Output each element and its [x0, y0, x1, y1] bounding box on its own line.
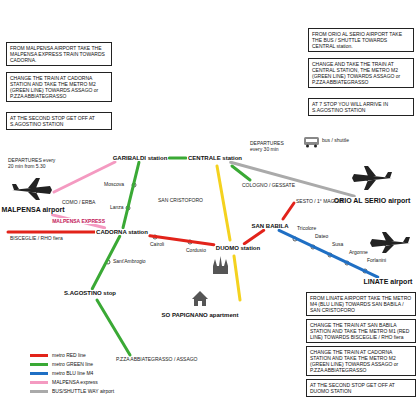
bus-icon: [304, 137, 319, 148]
node-text: LINATE airport: [364, 278, 413, 286]
map-label: COLOGNO / GESSATE: [242, 183, 295, 189]
map-label: DEPARTURES every 20 min from 5.30: [8, 158, 60, 170]
house-icon: [192, 291, 208, 306]
node-text: DUOMO station: [216, 245, 260, 252]
node-text: CHANGE AND TAKE THE TRAIN AT CENTRAL STA…: [312, 61, 410, 85]
node-text: GARIBALDI station: [113, 155, 168, 162]
map-label: P.ZZA ABBIATEGRASSO / ASSAGO: [116, 357, 198, 363]
instruction-box: CHANGE THE TRAIN AT CADORNA STATION AND …: [6, 72, 112, 102]
station-label: DUOMO station: [215, 245, 261, 252]
node-text: FROM MALPENSA AIRPORT TAKE THE MALPENSA …: [10, 45, 108, 63]
instruction-box: AT THE SECOND STOP GET OFF AT DUOMO STAT…: [306, 379, 416, 397]
node-text: CADORNA station: [96, 229, 148, 236]
airplane-icon: [352, 166, 392, 190]
node-text: SAN BABILA: [252, 223, 289, 230]
node-text: MALPENSA airport: [1, 206, 64, 214]
node-text: SO PAPIGNANO apartment: [162, 312, 239, 319]
legend-row: metro GREEN line: [30, 361, 93, 367]
node-text: AT THE SECOND STOP GET OFF AT DUOMO STAT…: [310, 382, 412, 394]
metro-line: [279, 230, 378, 277]
instruction-box: AT 7 STOP YOU WILL ARRIVE IN S.AGOSTINO …: [308, 98, 414, 116]
legend-text: metro BLU line M4: [52, 370, 93, 376]
station-label: SAN BABILA: [251, 223, 290, 230]
map-label: bus / shuttle: [322, 138, 349, 144]
metro-line: [244, 230, 264, 243]
legend-swatch: [30, 381, 48, 384]
map-label: Sant'Ambrogio: [113, 259, 146, 265]
node-text: FROM ORIO AL SERIO AIRPORT TAKE THE BUS …: [312, 31, 410, 49]
instruction-box: FROM MALPENSA AIRPORT TAKE THE MALPENSA …: [6, 42, 112, 66]
airport-label: LINATE airport: [363, 278, 414, 286]
map-label: SAN CRISTOFORO: [158, 198, 203, 204]
node-text: CHANGE THE TRAIN AT SAN BABILA STATION A…: [310, 322, 412, 340]
legend-swatch: [30, 372, 48, 375]
instruction-box: CHANGE AND TAKE THE TRAIN AT CENTRAL STA…: [308, 58, 414, 88]
node-text: S.AGOSTINO stop: [64, 290, 116, 297]
airplane-icon: [370, 232, 410, 253]
legend-row: metro BLU line M4: [30, 370, 93, 376]
map-label: DEPARTURES every 30 min: [250, 141, 290, 153]
station-label: CENTRALE station: [187, 155, 243, 162]
node-text: ORIO AL SERIO airport: [334, 197, 411, 205]
static-lines: [8, 162, 294, 355]
instruction-box: FROM ORIO AL SERIO AIRPORT TAKE THE BUS …: [308, 28, 414, 52]
legend-row: BUS/SHUTTLE WAY airport: [30, 388, 114, 394]
map-label: BISCEGLIE / RHO fiera: [10, 236, 63, 242]
line-label: MALPENSA EXPRESS: [51, 218, 106, 224]
map-label: Susa: [332, 242, 343, 248]
map-label: Dateo: [315, 234, 328, 240]
legend-row: metro RED line: [30, 352, 86, 358]
legend-row: MALPENSA express: [30, 379, 98, 385]
map-label: COMO / ERBA: [62, 200, 95, 206]
legend-swatch: [30, 363, 48, 366]
map-label: Moscova: [104, 182, 124, 188]
instruction-box: FROM LINATE AIRPORT TAKE THE METRO M4 (B…: [306, 292, 416, 316]
legend-text: BUS/SHUTTLE WAY airport: [52, 388, 114, 394]
station-label: GARIBALDI station: [112, 155, 169, 162]
node-text: AT THE SECOND STOP GET OFF AT S.AGOSTINO…: [10, 115, 108, 127]
legend-text: metro GREEN line: [52, 361, 93, 367]
airplane-icon: [12, 178, 52, 200]
legend-swatch: [30, 354, 48, 357]
station-label: SO PAPIGNANO apartment: [161, 312, 240, 319]
node-text: AT 7 STOP YOU WILL ARRIVE IN S.AGOSTINO …: [312, 101, 410, 113]
legend-swatch: [30, 390, 48, 393]
instruction-box: CHANGE THE TRAIN AT CADORNA STATION AND …: [306, 346, 416, 376]
station-label: S.AGOSTINO stop: [63, 290, 117, 297]
map-label: Lanza: [110, 205, 124, 211]
map-label: Cairoli: [150, 242, 164, 248]
node-text: CHANGE THE TRAIN AT CADORNA STATION AND …: [310, 349, 412, 373]
airport-label: ORIO AL SERIO airport: [333, 197, 412, 205]
node-text: FROM LINATE AIRPORT TAKE THE METRO M4 (B…: [310, 295, 412, 313]
airport-label: MALPENSA airport: [0, 206, 65, 214]
cathedral-icon: [213, 256, 228, 274]
map-label: Argonne: [349, 250, 368, 256]
map-label: Cordusio: [186, 248, 206, 254]
station-label: CADORNA station: [95, 229, 149, 236]
map-label: Forlanini: [367, 258, 386, 264]
metro-line: [231, 162, 355, 196]
node-text: CHANGE THE TRAIN AT CADORNA STATION AND …: [10, 75, 108, 99]
metro-line: [169, 157, 186, 160]
instruction-box: CHANGE THE TRAIN AT SAN BABILA STATION A…: [306, 319, 416, 343]
legend-text: MALPENSA express: [52, 379, 98, 385]
map-label: SESTO / 1° MAGGIO: [296, 199, 344, 205]
map-label: Tricolore: [297, 226, 316, 232]
metro-line: [123, 162, 139, 227]
legend-text: metro RED line: [52, 352, 86, 358]
node-text: CENTRALE station: [188, 155, 242, 162]
instruction-box: AT THE SECOND STOP GET OFF AT S.AGOSTINO…: [6, 112, 112, 130]
